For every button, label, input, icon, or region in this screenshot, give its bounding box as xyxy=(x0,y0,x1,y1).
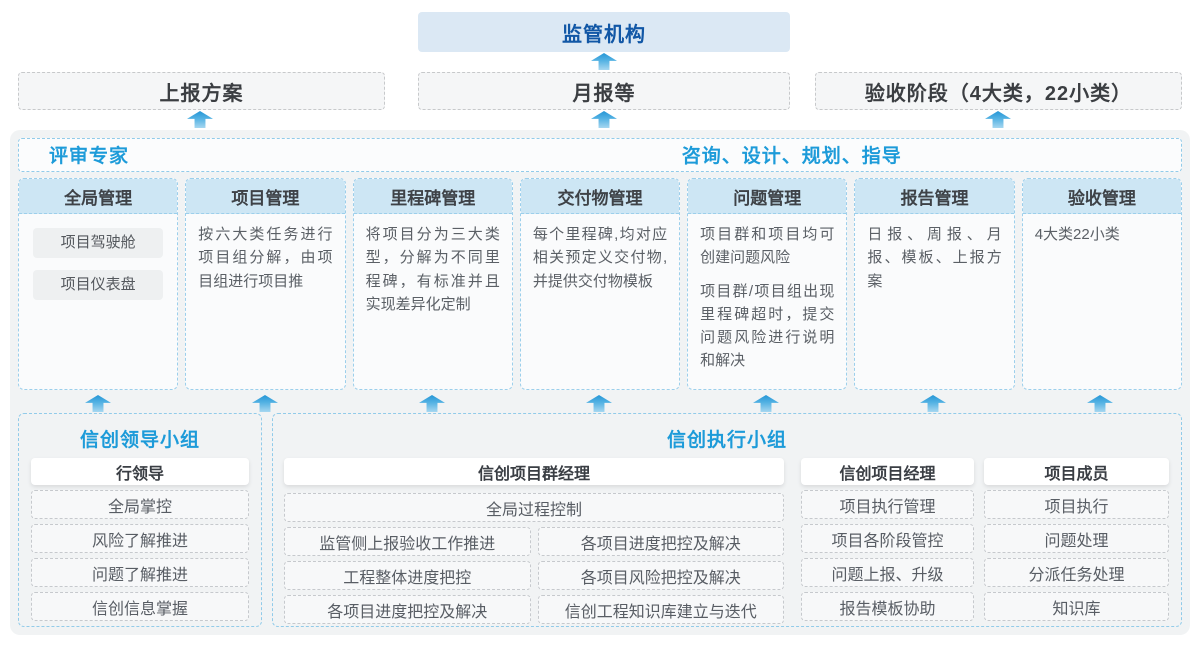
column-milestone-management: 里程碑管理 将项目分为三大类型，分解为不同里程碑，有标准并且实现差异化定制 xyxy=(352,178,513,390)
duty-item: 各项目进度把控及解决 xyxy=(284,595,531,624)
report-plan-label: 上报方案 xyxy=(159,82,244,105)
up-arrow-icon xyxy=(920,395,946,412)
column-paragraph: 日报、周报、月报、模板、上报方案 xyxy=(867,226,1002,290)
column-report-management: 报告管理 日报、周报、月报、模板、上报方案 xyxy=(854,178,1015,390)
monthly-report-box: 月报等 xyxy=(418,72,790,110)
column-body: 项目群和项目均可创建问题风险 项目群/项目组出现里程碑超时，提交问题风险进行说明… xyxy=(688,214,846,389)
acceptance-stage-box: 验收阶段（4大类，22小类） xyxy=(815,72,1182,110)
pill-item: 项目驾驶舱 xyxy=(33,228,164,258)
project-member-block: 项目成员 项目执行 问题处理 分派任务处理 知识库 xyxy=(984,458,1169,624)
report-plan-box: 上报方案 xyxy=(18,72,385,110)
up-arrow-icon xyxy=(252,395,278,412)
duty-item: 信创信息掌握 xyxy=(31,592,249,621)
column-paragraph: 项目群/项目组出现里程碑超时，提交问题风险进行说明和解决 xyxy=(700,282,835,370)
duty-item: 工程整体进度把控 xyxy=(284,561,531,590)
up-arrow-icon xyxy=(591,111,617,128)
regulator-box: 监管机构 xyxy=(418,12,790,52)
column-title: 问题管理 xyxy=(688,179,847,214)
platform-panel: 评审专家 咨询、设计、规划、指导 全局管理 项目驾驶舱 项目仪表盘 项目管理 按… xyxy=(10,130,1190,635)
duty-item: 全局过程控制 xyxy=(284,493,784,522)
up-arrow-icon xyxy=(419,395,445,412)
role-bank-leader: 行领导 xyxy=(31,458,249,485)
column-paragraph: 4大类22小类 xyxy=(1034,226,1120,243)
duty-item: 全局掌控 xyxy=(31,490,249,519)
pill-item: 项目仪表盘 xyxy=(33,270,164,300)
column-paragraph: 每个里程碑,均对应相关预定义交付物,并提供交付物模板 xyxy=(532,226,668,290)
consulting-title: 咨询、设计、规划、指导 xyxy=(681,146,902,167)
leadership-group-body: 行领导 全局掌控 风险了解推进 问题了解推进 信创信息掌握 xyxy=(31,458,249,621)
up-arrow-icon xyxy=(187,111,213,128)
column-body: 每个里程碑,均对应相关预定义交付物,并提供交付物模板 xyxy=(521,214,679,312)
role-project-member: 项目成员 xyxy=(984,458,1169,485)
up-arrow-icon xyxy=(85,395,111,412)
column-body: 项目驾驶舱 项目仪表盘 xyxy=(19,214,177,309)
duty-item: 风险了解推进 xyxy=(31,524,249,553)
column-title: 里程碑管理 xyxy=(353,179,512,214)
program-manager-duty-grid: 监管侧上报验收工作推进 各项目进度把控及解决 工程整体进度把控 各项目风险把控及… xyxy=(284,527,784,624)
column-acceptance-management: 验收管理 4大类22小类 xyxy=(1021,178,1182,390)
column-title: 报告管理 xyxy=(855,179,1014,214)
duty-item: 报告模板协助 xyxy=(801,592,974,621)
acceptance-stage-label: 验收阶段（4大类，22小类） xyxy=(864,82,1133,105)
up-arrow-icon xyxy=(753,395,779,412)
column-body: 4大类22小类 xyxy=(1023,214,1181,265)
execution-group: 信创执行小组 信创项目群经理 全局过程控制 监管侧上报验收工作推进 各项目进度把… xyxy=(272,413,1182,627)
column-title: 验收管理 xyxy=(1022,179,1181,214)
column-body: 将项目分为三大类型，分解为不同里程碑，有标准并且实现差异化定制 xyxy=(354,214,512,335)
column-paragraph: 将项目分为三大类型，分解为不同里程碑，有标准并且实现差异化定制 xyxy=(365,226,500,313)
duty-item: 监管侧上报验收工作推进 xyxy=(284,527,531,556)
up-arrow-icon xyxy=(591,53,617,70)
duty-item: 问题处理 xyxy=(984,524,1169,553)
duty-item: 问题了解推进 xyxy=(31,558,249,587)
column-deliverable-management: 交付物管理 每个里程碑,均对应相关预定义交付物,并提供交付物模板 xyxy=(519,178,681,390)
column-paragraph: 按六大类任务进行项目组分解，由项目组进行项目推 xyxy=(198,226,333,290)
column-body: 按六大类任务进行项目组分解，由项目组进行项目推 xyxy=(186,214,344,312)
regulator-label: 监管机构 xyxy=(562,23,646,46)
column-project-management: 项目管理 按六大类任务进行项目组分解，由项目组进行项目推 xyxy=(185,178,346,390)
role-program-manager: 信创项目群经理 xyxy=(284,458,784,485)
role-project-manager: 信创项目经理 xyxy=(801,458,974,485)
duty-item: 分派任务处理 xyxy=(984,558,1169,587)
column-global-management: 全局管理 项目驾驶舱 项目仪表盘 xyxy=(18,178,179,390)
duty-item: 信创工程知识库建立与迭代 xyxy=(537,595,784,624)
column-title: 交付物管理 xyxy=(520,179,680,214)
monthly-report-label: 月报等 xyxy=(572,82,636,105)
column-title: 全局管理 xyxy=(19,179,178,214)
capability-columns: 全局管理 项目驾驶舱 项目仪表盘 项目管理 按六大类任务进行项目组分解，由项目组… xyxy=(18,178,1182,390)
execution-group-title: 信创执行小组 xyxy=(666,429,787,451)
column-issue-management: 问题管理 项目群和项目均可创建问题风险 项目群/项目组出现里程碑超时，提交问题风… xyxy=(687,178,848,390)
duty-item: 各项目风险把控及解决 xyxy=(537,561,784,590)
duty-item: 项目执行 xyxy=(984,490,1169,519)
program-manager-block: 信创项目群经理 全局过程控制 监管侧上报验收工作推进 各项目进度把控及解决 工程… xyxy=(284,458,784,624)
expert-strip: 评审专家 咨询、设计、规划、指导 xyxy=(18,138,1182,172)
up-arrow-icon xyxy=(586,395,612,412)
duty-item: 问题上报、升级 xyxy=(801,558,974,587)
column-paragraph: 项目群和项目均可创建问题风险 xyxy=(700,226,835,267)
leadership-group: 信创领导小组 行领导 全局掌控 风险了解推进 问题了解推进 信创信息掌握 xyxy=(18,413,262,627)
duty-item: 项目执行管理 xyxy=(801,490,974,519)
duty-item: 项目各阶段管控 xyxy=(801,524,974,553)
leadership-group-title: 信创领导小组 xyxy=(79,429,200,451)
execution-group-body: 信创项目群经理 全局过程控制 监管侧上报验收工作推进 各项目进度把控及解决 工程… xyxy=(284,458,1169,624)
column-body: 日报、周报、月报、模板、上报方案 xyxy=(855,214,1013,312)
project-manager-block: 信创项目经理 项目执行管理 项目各阶段管控 问题上报、升级 报告模板协助 xyxy=(801,458,974,624)
up-arrow-icon xyxy=(985,111,1011,128)
duty-item: 知识库 xyxy=(984,592,1169,621)
duty-item: 各项目进度把控及解决 xyxy=(537,527,784,556)
column-title: 项目管理 xyxy=(186,179,345,214)
review-experts-title: 评审专家 xyxy=(49,146,130,167)
up-arrow-icon xyxy=(1087,395,1113,412)
